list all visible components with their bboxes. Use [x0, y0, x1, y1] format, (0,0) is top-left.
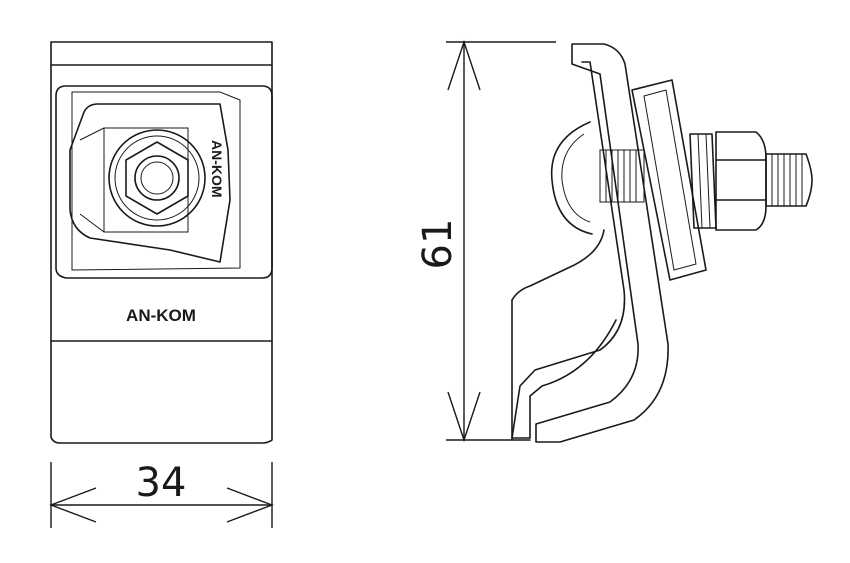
washer-outer	[108, 129, 206, 227]
clamp-inner-outline	[71, 91, 241, 271]
nut-hex	[125, 141, 189, 215]
bolt-thread-end	[765, 153, 813, 207]
front-body-outline	[50, 41, 273, 444]
clamp-plate	[55, 85, 273, 279]
hex-nut-side	[715, 131, 767, 231]
dome	[550, 121, 593, 235]
bolt-shaft-outer	[134, 155, 180, 201]
height-arrow-bottom	[447, 391, 481, 443]
dome-inner	[561, 133, 591, 223]
height-arrow-top	[447, 39, 481, 91]
height-dimension-label: 61	[415, 219, 461, 270]
clamp-plate-inner	[643, 89, 697, 271]
inner-bracket	[69, 103, 231, 263]
width-arrow-right	[226, 487, 274, 523]
bolt-shaft-inner	[140, 161, 174, 195]
bolt-thread-left	[599, 149, 645, 203]
brand-front-label: AN-KOM	[126, 306, 196, 325]
clamp-plate-side	[631, 79, 707, 281]
bolt-shaft-side	[599, 149, 645, 203]
washer-side	[689, 133, 717, 229]
bracket-outer	[535, 43, 669, 443]
washer-ring	[114, 135, 200, 221]
bracket-inner	[511, 61, 626, 439]
width-dimension: 34	[49, 460, 274, 528]
front-view: AN-KOM AN-KOM	[50, 41, 273, 444]
bracket-bend	[511, 229, 605, 301]
bracket-edges	[79, 127, 105, 233]
brand-vertical-label: AN-KOM	[209, 140, 225, 198]
width-arrow-left	[49, 487, 97, 523]
width-dimension-label: 34	[136, 460, 187, 506]
bracket-window	[103, 127, 189, 233]
height-dimension: 61	[415, 39, 556, 443]
side-view	[511, 43, 813, 443]
